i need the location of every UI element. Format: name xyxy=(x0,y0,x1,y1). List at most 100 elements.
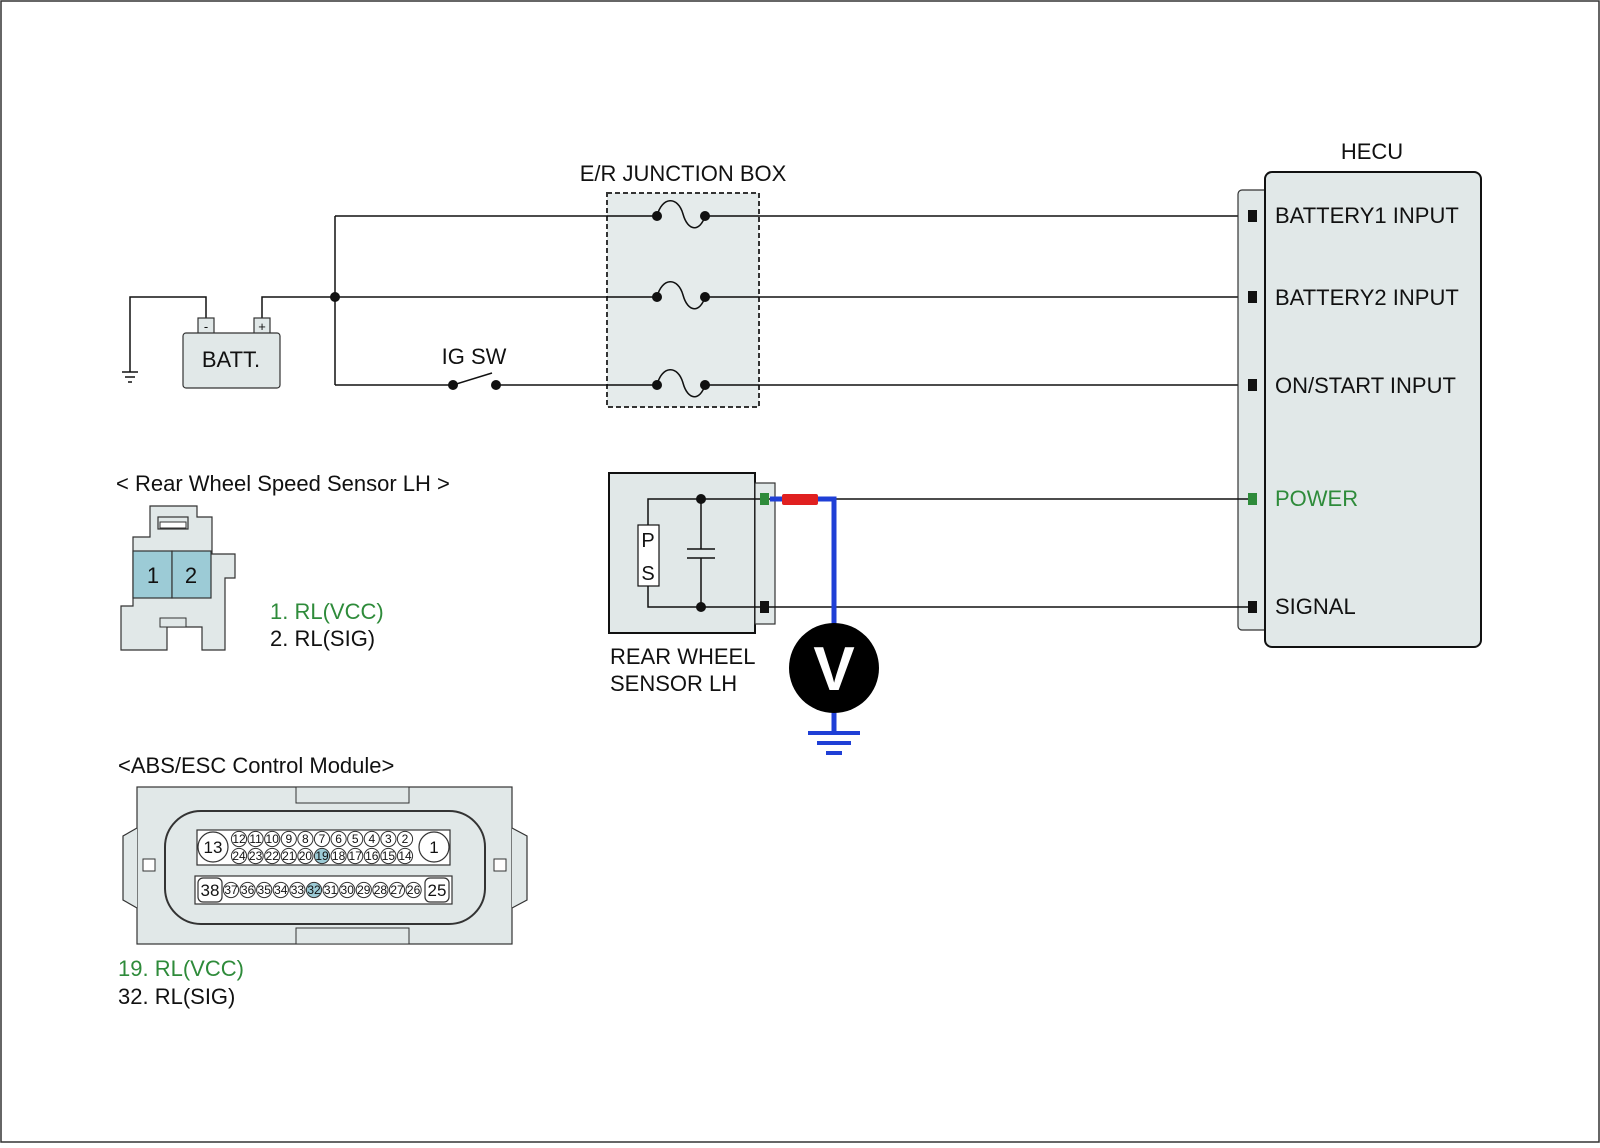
voltmeter-symbol: V xyxy=(813,635,854,704)
abs-pin-26-socket xyxy=(405,881,422,899)
abs-pin-25: 25 xyxy=(428,881,447,900)
rear-connector-pin2-desc: 2. RL(SIG) xyxy=(270,626,375,651)
hecu-body xyxy=(1264,171,1482,648)
igsw-blade xyxy=(452,372,493,386)
junction-box-title: E/R JUNCTION BOX xyxy=(580,161,787,186)
abs-pin-7: 7 xyxy=(319,832,326,846)
abs-pin-13: 13 xyxy=(204,838,223,857)
abs-pin-10-socket xyxy=(264,830,281,848)
abs-pin-8: 8 xyxy=(302,832,309,846)
abs-pin-14: 14 xyxy=(398,849,412,863)
rear-wheel-sensor: P S REAR WHEEL SENSOR LH xyxy=(608,472,776,696)
abs-pin-31-socket xyxy=(322,881,339,899)
abs-pin-12-socket xyxy=(230,830,248,848)
abs-pin-28: 28 xyxy=(374,883,388,897)
abs-pin-8-socket xyxy=(297,830,314,848)
abs-pin-15: 15 xyxy=(382,849,396,863)
hecu-power-input: POWER xyxy=(1275,486,1358,511)
battery-label: BATT. xyxy=(202,347,260,372)
abs-pin-16-socket xyxy=(363,847,380,865)
abs-pin-30: 30 xyxy=(341,883,355,897)
rear-connector-pin-2 xyxy=(171,550,212,599)
hecu-onstart-input: ON/START INPUT xyxy=(1275,373,1456,398)
abs-pin-30-socket xyxy=(339,881,356,899)
abs-pin-29: 29 xyxy=(357,883,371,897)
abs-pin-29-socket xyxy=(355,881,372,899)
abs-pin-24: 24 xyxy=(232,849,246,863)
sensor-s: S xyxy=(641,563,654,585)
rear-connector-title: < Rear Wheel Speed Sensor LH > xyxy=(116,471,450,496)
abs-pin19-desc: 19. RL(VCC) xyxy=(118,956,244,981)
abs-pin-28-socket xyxy=(372,881,389,899)
abs-pin-4-socket xyxy=(363,830,380,848)
abs-pin-31: 31 xyxy=(324,883,338,897)
abs-pin-3: 3 xyxy=(385,832,392,846)
abs-pin-37-socket xyxy=(222,881,240,899)
voltmeter: V xyxy=(770,494,879,755)
abs-pin-3-socket xyxy=(380,830,397,848)
battery-body xyxy=(182,332,281,389)
hecu-battery2-input: BATTERY2 INPUT xyxy=(1275,285,1459,310)
abs-pin-2-socket xyxy=(396,830,414,848)
rear-connector-face: 1 2 xyxy=(120,505,236,651)
abs-pin32-desc: 32. RL(SIG) xyxy=(118,984,235,1009)
abs-pin-19-socket xyxy=(313,847,331,865)
abs-pin-35-socket xyxy=(256,881,273,899)
battery-positive-wire xyxy=(261,296,335,318)
abs-pin-5-socket xyxy=(347,830,364,848)
ground-wire xyxy=(129,296,207,372)
hecu-connector xyxy=(1237,189,1269,631)
sensor-wires xyxy=(769,498,1248,608)
battery-negative-terminal: - xyxy=(204,319,208,334)
abs-pin-7-socket xyxy=(313,830,331,848)
abs-pin-17-socket xyxy=(347,847,364,865)
abs-pin-4: 4 xyxy=(368,832,375,846)
abs-pin-9: 9 xyxy=(285,832,292,846)
abs-pin-20-socket xyxy=(297,847,314,865)
hecu-title: HECU xyxy=(1341,139,1403,164)
abs-pin-12: 12 xyxy=(232,832,246,846)
abs-pin-35: 35 xyxy=(258,883,272,897)
abs-pin-6: 6 xyxy=(335,832,342,846)
abs-pin-27-socket xyxy=(388,881,406,899)
svg-text:1: 1 xyxy=(147,563,159,588)
abs-pin-5: 5 xyxy=(352,832,359,846)
ig-switch-label: IG SW xyxy=(442,344,507,369)
junction-box xyxy=(606,192,760,408)
sensor-p: P xyxy=(641,530,654,552)
abs-pin-22-socket xyxy=(264,847,281,865)
abs-pin-22: 22 xyxy=(266,849,280,863)
abs-pin-36-socket xyxy=(239,881,256,899)
abs-pin-11-socket xyxy=(247,830,264,848)
abs-pin-19: 19 xyxy=(315,849,329,863)
abs-pin-11: 11 xyxy=(249,832,262,846)
abs-pin-2: 2 xyxy=(402,832,409,846)
abs-pin-18-socket xyxy=(330,847,347,865)
abs-pin-37: 37 xyxy=(224,883,238,897)
svg-text:2: 2 xyxy=(185,563,197,588)
sensor-title-line2: SENSOR LH xyxy=(610,671,737,696)
hecu-battery1-input: BATTERY1 INPUT xyxy=(1275,203,1459,228)
abs-pin-23-socket xyxy=(247,847,264,865)
abs-pin-21: 21 xyxy=(282,849,296,863)
abs-pin-38: 38 xyxy=(201,881,220,900)
abs-pin-9-socket xyxy=(280,830,297,848)
abs-pin-36: 36 xyxy=(241,883,255,897)
abs-pin-6-socket xyxy=(330,830,347,848)
abs-pin-34-socket xyxy=(272,881,289,899)
abs-pin-23: 23 xyxy=(249,849,263,863)
abs-module-title: <ABS/ESC Control Module> xyxy=(118,753,394,778)
rear-connector-pin1-desc: 1. RL(VCC) xyxy=(270,599,384,624)
abs-pin-21-socket xyxy=(280,847,297,865)
abs-pin-33-socket xyxy=(289,881,306,899)
abs-pin-16: 16 xyxy=(365,849,379,863)
abs-pin-34: 34 xyxy=(274,883,288,897)
rear-connector-pin-1 xyxy=(132,550,173,599)
abs-pin-17: 17 xyxy=(349,849,363,863)
abs-pin-18: 18 xyxy=(332,849,346,863)
battery: - + BATT. xyxy=(182,317,281,389)
abs-pin-15-socket xyxy=(380,847,397,865)
abs-pin-32: 32 xyxy=(307,883,321,897)
